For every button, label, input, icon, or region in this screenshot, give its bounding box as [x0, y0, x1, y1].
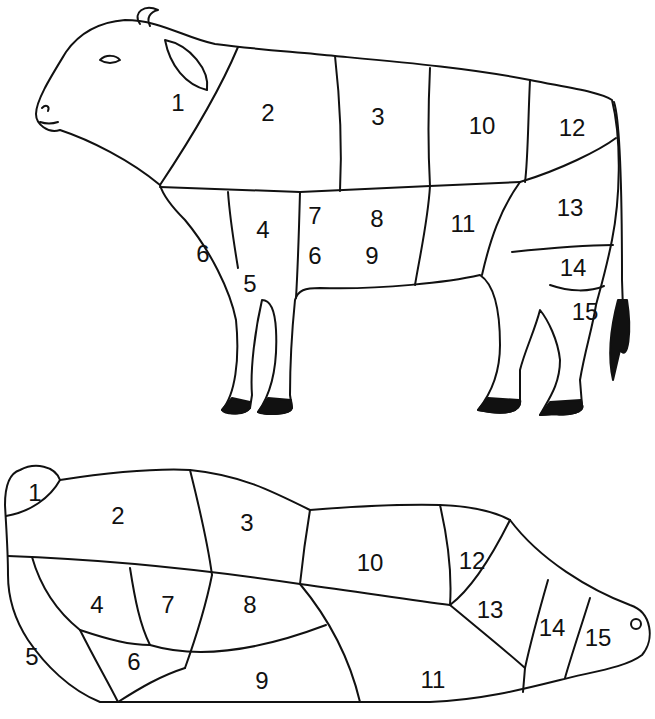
cut-line: [415, 186, 430, 285]
horn: [138, 8, 158, 26]
cut-line: [482, 182, 520, 275]
cut-line: [150, 625, 326, 652]
cut-line: [130, 568, 150, 645]
callout-number: 14: [559, 256, 588, 280]
hoof: [222, 398, 250, 414]
ear: [165, 40, 207, 90]
cut-line: [429, 68, 431, 186]
cut-line: [440, 505, 451, 605]
callout-number: 6: [126, 650, 141, 674]
callout-number: 15: [584, 626, 613, 650]
hoof: [540, 400, 582, 415]
callout-number: 8: [369, 207, 384, 231]
callout-number: 10: [356, 551, 385, 575]
cut-line: [550, 285, 604, 290]
hole: [631, 619, 641, 629]
cut-line: [80, 630, 150, 645]
tail-tuft: [610, 300, 629, 380]
hoof: [258, 398, 292, 414]
callout-number: 4: [89, 593, 104, 617]
cut-lines: [160, 47, 616, 298]
callout-number: 6: [307, 244, 322, 268]
callout-number: 5: [242, 272, 257, 296]
callout-number: 12: [458, 549, 487, 573]
cut-line: [296, 192, 300, 298]
callout-number: 8: [242, 593, 257, 617]
cut-line: [335, 56, 341, 191]
eye: [100, 56, 120, 63]
cow-outline: [36, 20, 619, 415]
cut-line: [520, 138, 616, 182]
cut-line: [300, 510, 310, 584]
callout-number: 6: [195, 242, 210, 266]
cut-line: [8, 556, 450, 605]
cut-line: [228, 192, 238, 268]
callout-number: 10: [468, 114, 497, 138]
callout-number: 9: [364, 244, 379, 268]
callout-number: 1: [27, 481, 42, 505]
callout-number: 11: [420, 668, 447, 692]
callout-number: 11: [450, 212, 477, 236]
callout-number: 15: [571, 300, 600, 324]
callout-number: 4: [255, 218, 270, 242]
callout-number: 2: [110, 504, 125, 528]
callout-number: 1: [170, 91, 185, 115]
callout-number: 3: [370, 105, 385, 129]
callout-number: 14: [538, 616, 567, 640]
callout-number: 2: [260, 101, 275, 125]
mouth: [40, 122, 58, 124]
tail: [614, 102, 623, 310]
cut-line: [190, 470, 212, 575]
hoof: [478, 398, 520, 413]
cut-line: [512, 245, 613, 252]
callout-number: 7: [160, 593, 175, 617]
cut-line: [6, 480, 60, 516]
cut-line: [160, 47, 238, 185]
cut-line: [80, 630, 118, 702]
cut-line: [32, 557, 80, 630]
cut-line: [525, 80, 530, 182]
callout-number: 13: [556, 196, 585, 220]
callout-number: 7: [307, 204, 322, 228]
cut-line: [450, 520, 510, 605]
carcass-outline: [5, 466, 650, 702]
cut-line: [185, 575, 212, 668]
callout-number: 9: [254, 669, 269, 693]
callout-number: 13: [476, 598, 505, 622]
nostril: [42, 106, 49, 111]
callout-number: 5: [24, 645, 39, 669]
callout-number: 12: [558, 116, 587, 140]
callout-number: 3: [239, 511, 254, 535]
cut-line: [300, 584, 360, 702]
cut-lines: [6, 470, 590, 702]
